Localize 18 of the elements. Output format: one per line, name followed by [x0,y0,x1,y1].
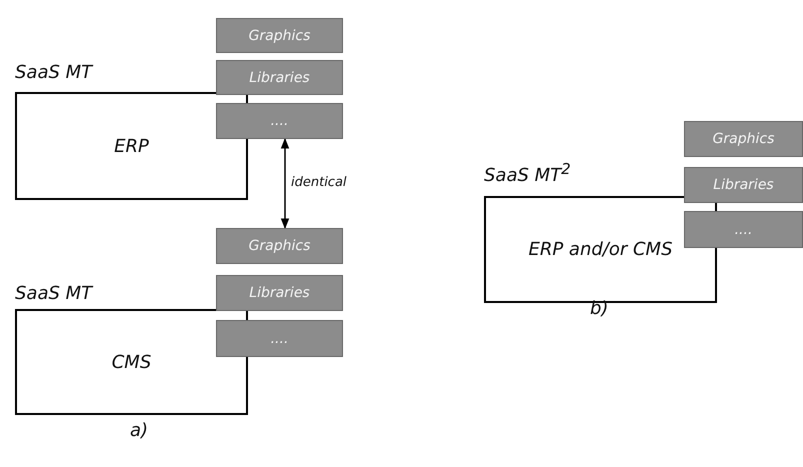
module-box: Libraries [216,275,343,311]
module-box: Libraries [684,167,803,203]
module-box: .... [216,320,343,357]
system-heading: SaaS MT [15,62,92,83]
module-box: Graphics [684,121,803,157]
arrow [280,138,290,230]
module-box: .... [216,103,343,139]
system-box: CMS [15,309,248,415]
edge-label: identical [289,174,349,190]
module-box: Graphics [216,18,343,53]
module-box: Graphics [216,228,343,264]
system-heading: SaaS MT [15,283,92,304]
module-box: .... [684,211,803,248]
panel-label: a) [130,420,148,441]
system-box: ERP and/or CMS [484,196,717,303]
module-box: Libraries [216,60,343,95]
system-heading: SaaS MT$^{2}$ [484,160,571,186]
system-box: ERP [15,92,248,200]
